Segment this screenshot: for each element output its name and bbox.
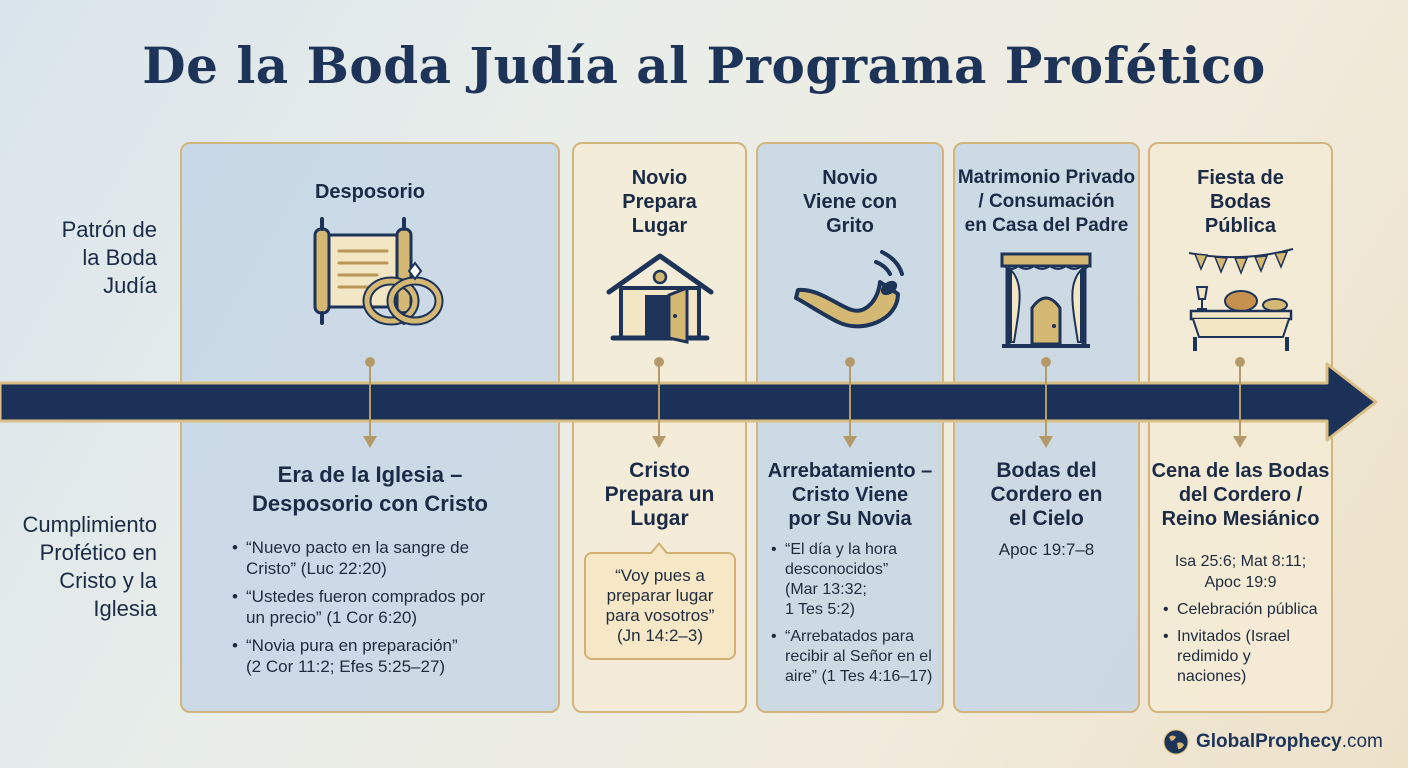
list-item: “Ustedes fueron comprados por un precio”… [232,586,542,628]
list-item: “Nuevo pacto en la sangre de Cristo” (Lu… [232,537,542,579]
timeline-dot [1235,357,1245,367]
brand-logo[interactable]: GlobalProphecy.com [1162,728,1383,756]
chuppah-canopy-icon [1000,252,1092,348]
stage-heading: Novio Viene con Grito [802,167,898,237]
connector-arrowhead [1233,436,1247,448]
shofar-icon [794,250,904,329]
connector-arrowhead [363,436,377,448]
scripture-reference: Isa 25:6; Mat 8:11; Apoc 19:9 [1174,553,1307,591]
fulfillment-title: Cristo Prepara un Lugar [604,459,715,530]
fulfillment-title: Era de la Iglesia – Desposorio con Crist… [252,462,488,516]
connector-arrowhead [843,436,857,448]
stage-heading: Matrimonio Privado / Consumación en Casa… [957,167,1136,236]
timeline-dot [654,357,664,367]
banquet-table-icon [1188,248,1294,351]
timeline-dot [1041,357,1051,367]
list-item: “El día y la hora desconocidos” (Mar 13:… [771,540,943,620]
quote-callout: “Voy pues a preparar lugar para vosotros… [584,542,736,660]
fulfillment-bullets: Celebración pública Invitados (Israel re… [1163,600,1331,694]
timeline-connector [369,366,371,438]
timeline-connector [1045,366,1047,438]
row-label-fulfillment: Cumplimiento Profético en Cristo y la Ig… [22,512,158,621]
timeline-connector [1239,366,1241,438]
connector-arrowhead [652,436,666,448]
brand-name: GlobalProphecy [1196,731,1342,752]
globe-icon [1163,729,1189,755]
list-item: “Novia pura en preparación” (2 Cor 11:2;… [232,635,542,677]
list-item: Celebración pública [1163,600,1331,620]
stage-heading: Novio Prepara Lugar [622,167,697,237]
house-icon [606,253,714,344]
fulfillment-title: Arrebatamiento – Cristo Viene por Su Nov… [767,460,933,530]
list-item: Invitados (Israel redimido y naciones) [1163,627,1331,687]
stage-heading: Desposorio [314,181,426,203]
timeline-connector [849,366,851,438]
timeline-dot [365,357,375,367]
stage-heading: Fiesta de Bodas Pública [1197,167,1284,237]
fulfillment-title: Cena de las Bodas del Cordero / Reino Me… [1151,460,1330,530]
row-label-pattern: Patrón de la Boda Judía [61,217,157,298]
timeline-arrow [0,362,1378,442]
list-item: “Arrebatados para recibir al Señor en el… [771,627,943,687]
brand-tld: .com [1341,731,1383,752]
connector-arrowhead [1039,436,1053,448]
fulfillment-bullets: “Nuevo pacto en la sangre de Cristo” (Lu… [232,537,542,684]
scripture-reference: Apoc 19:7–8 [998,540,1095,559]
timeline-connector [658,366,660,438]
scroll-and-rings-icon [313,217,444,326]
timeline-dot [845,357,855,367]
fulfillment-bullets: “El día y la hora desconocidos” (Mar 13:… [771,540,943,694]
page-title: De la Boda Judía al Programa Profético [142,36,1266,95]
fulfillment-title: Bodas del Cordero en el Cielo [990,459,1103,530]
